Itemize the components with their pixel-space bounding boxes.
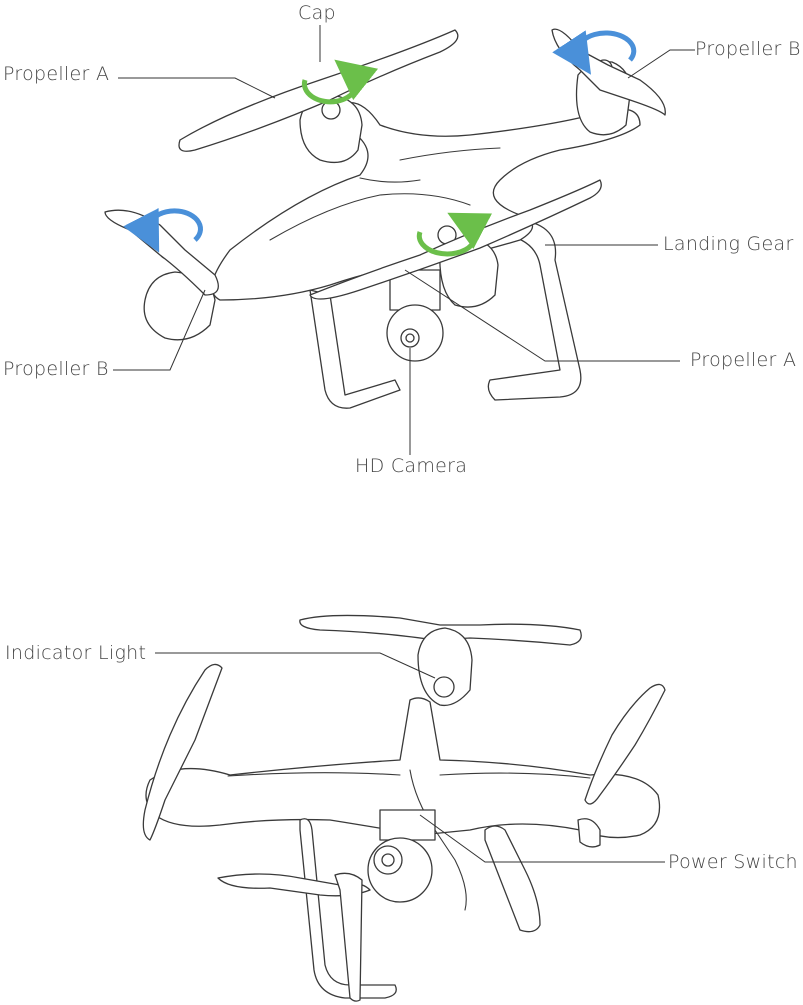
- landing-gear-front: [309, 289, 401, 409]
- label-propeller-b-left: Propeller B: [3, 358, 109, 380]
- motor-pod-front-left: [143, 271, 216, 341]
- label-propeller-b-right: Propeller B: [695, 38, 801, 60]
- landing-gear-rear: [299, 818, 397, 999]
- rotation-arrow-a-icon: [301, 59, 379, 105]
- gimbal-rear: [379, 809, 436, 841]
- label-propeller-a-right: Propeller A: [690, 349, 796, 371]
- label-indicator-light: Indicator Light: [5, 642, 146, 664]
- rotation-arrow-b-icon: [552, 30, 637, 75]
- drone-top-view: Cap Propeller A Propeller B Landing Gear…: [3, 2, 801, 477]
- rotation-arrow-a-icon: [416, 212, 493, 257]
- landing-gear: [487, 219, 582, 401]
- rotation-arrow-b-icon: [123, 208, 203, 253]
- propeller-left: [142, 663, 223, 841]
- indicator-light: [433, 676, 455, 698]
- drone-body-rear: [145, 697, 661, 839]
- label-landing-gear: Landing Gear: [663, 233, 794, 255]
- motor-pod-rear: [417, 627, 473, 707]
- label-cap: Cap: [298, 2, 336, 24]
- propeller-right: [584, 683, 666, 805]
- drone-rear-view: Indicator Light Power Switch: [5, 614, 798, 1002]
- landing-gear-right: [484, 825, 541, 933]
- label-propeller-a-left: Propeller A: [3, 63, 109, 85]
- label-power-switch: Power Switch: [668, 851, 798, 873]
- label-hd-camera: HD Camera: [355, 455, 467, 477]
